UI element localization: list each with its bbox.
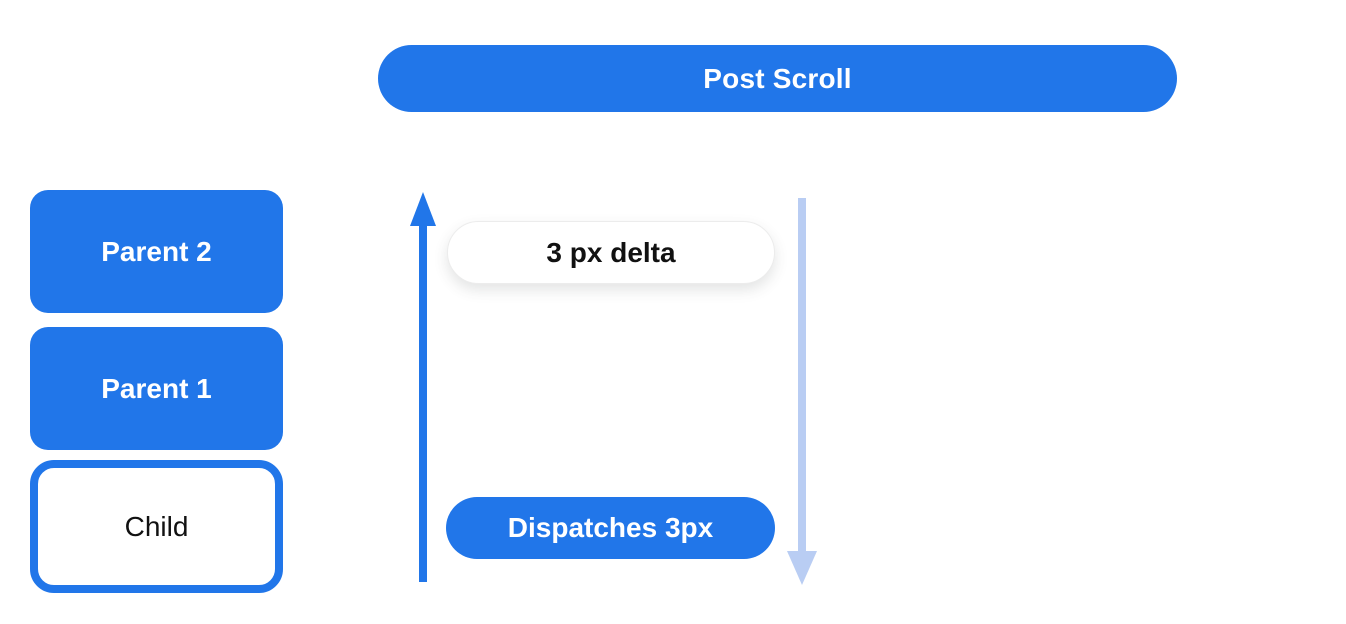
arrow-up-shaft: [419, 224, 427, 582]
delta-label: 3 px delta: [546, 236, 676, 268]
child-label: Child: [124, 510, 189, 542]
arrow-down-icon: [787, 551, 817, 585]
dispatch-label: Dispatches 3px: [507, 512, 714, 543]
parent-1-box: Parent 1: [30, 327, 283, 450]
post-scroll-pill: Post Scroll: [378, 45, 1177, 112]
arrow-down-shaft: [798, 198, 806, 553]
child-box: Child: [30, 460, 283, 593]
parent-1-label: Parent 1: [101, 372, 212, 404]
parent-2-label: Parent 2: [101, 235, 212, 267]
delta-pill: 3 px delta: [447, 221, 775, 284]
dispatch-pill: Dispatches 3px: [446, 497, 775, 559]
post-scroll-label: Post Scroll: [703, 62, 852, 94]
arrow-up-icon: [410, 192, 436, 226]
parent-2-box: Parent 2: [30, 190, 283, 313]
